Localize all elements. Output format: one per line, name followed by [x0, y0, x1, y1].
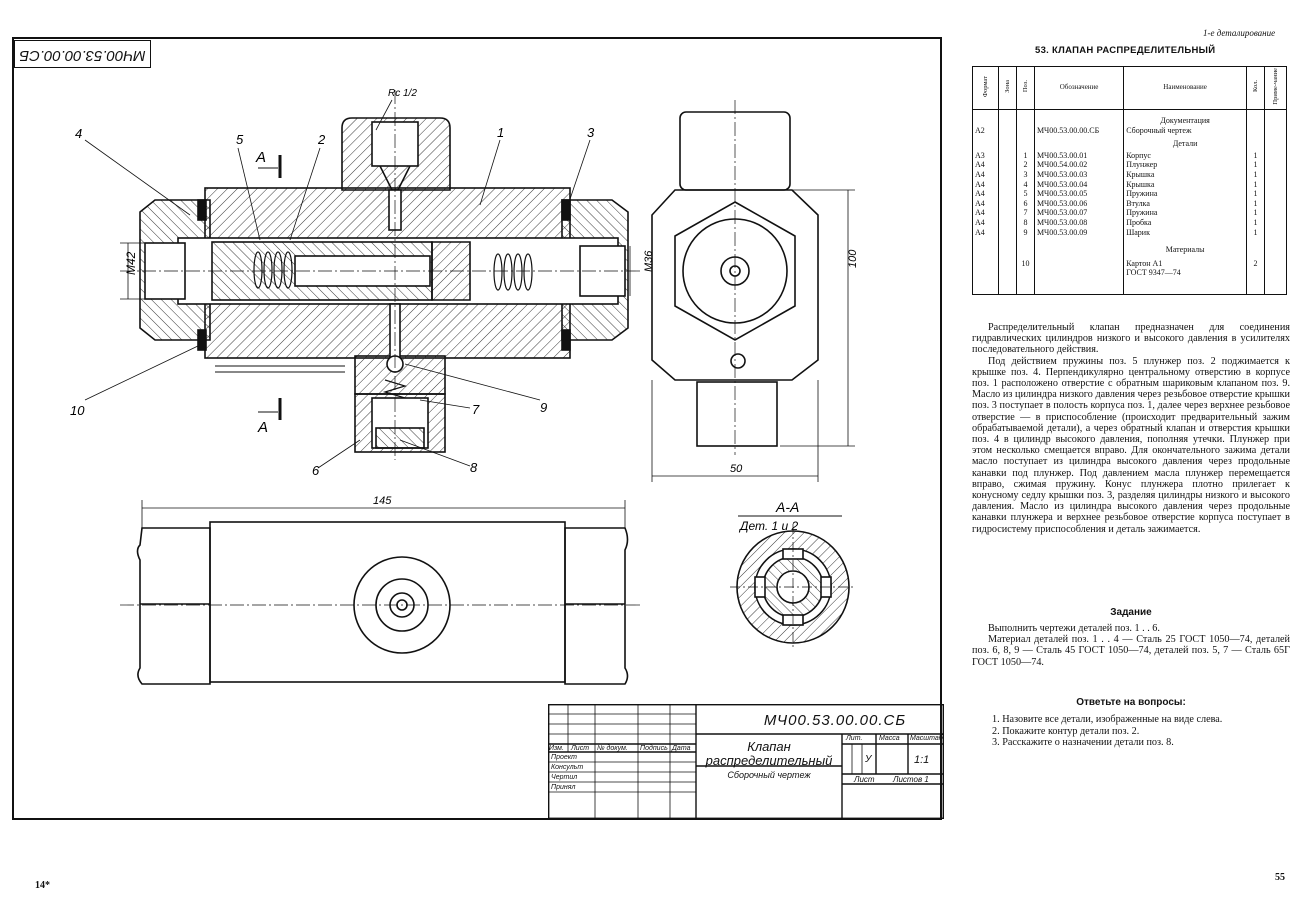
dim-m42-label: M42 — [124, 251, 138, 275]
listov-label: Листов 1 — [893, 775, 929, 784]
page-number-left: 14* — [35, 880, 50, 891]
dimension-m42 — [120, 242, 145, 300]
callout-3: 3 — [587, 125, 595, 140]
dimension-145 — [141, 500, 626, 528]
col-data: Дата — [672, 745, 691, 752]
callout-6: 6 — [312, 463, 320, 478]
callout-4: 4 — [75, 126, 82, 141]
row-chertil: Чертил — [551, 774, 578, 781]
questions-heading: Ответьте на вопросы: — [1076, 697, 1186, 708]
page-number-right: 55 — [1275, 872, 1285, 883]
spec-hdr-format: Формат — [981, 75, 989, 97]
row-proekt: Проект — [551, 754, 577, 761]
spec-group-doc: Документация — [1123, 109, 1248, 126]
section-aa-title: А-А — [775, 499, 799, 515]
spec-hdr-kol: Кол. — [1251, 80, 1259, 93]
spec-hdr-oboz: Обозначение — [1033, 66, 1125, 110]
title-block-grid — [548, 704, 944, 819]
masshtab-label: Масштаб — [910, 735, 943, 742]
question-item: 2. Покажите контур детали поз. 2. — [992, 725, 1140, 737]
spec-group-det: Детали — [1123, 135, 1248, 151]
top-view — [120, 521, 640, 685]
task-heading: Задание — [1110, 607, 1152, 618]
title-block-subtitle: Сборочный чертеж — [727, 770, 811, 780]
dim-145-label: 145 — [373, 495, 392, 507]
front-section-view — [120, 90, 640, 460]
callout-5: 5 — [236, 132, 244, 147]
row-konsult: Консульт — [551, 764, 584, 771]
section-label: 1-е деталирование — [1203, 28, 1276, 38]
task-text: Выполнить чертежи деталей поз. 1 . . 6. … — [972, 623, 1290, 668]
task-p2: Материал деталей поз. 1 . . 4 — Сталь 25… — [972, 634, 1290, 668]
callout-8: 8 — [470, 460, 478, 475]
spec-hdr-prim: Приме-чание — [1271, 67, 1279, 105]
scale-value: 1:1 — [914, 754, 930, 766]
massa-label: Масса — [879, 735, 900, 742]
section-aa-view — [730, 524, 856, 650]
col-podp: Подпись — [640, 745, 668, 752]
svg-text:А: А — [255, 149, 266, 166]
title-block-title: Клапан распределительный — [705, 739, 833, 768]
callout-7: 7 — [472, 402, 480, 417]
callout-9: 9 — [540, 400, 547, 415]
spec-hdr-zona: Зона — [1003, 79, 1011, 93]
drawing-frame — [12, 37, 942, 820]
list-label: Лист — [854, 775, 875, 784]
thread-label: Rc 1/2 — [388, 88, 417, 99]
page-heading: 53. КЛАПАН РАСПРЕДЕЛИТЕЛЬНЫЙ — [1035, 45, 1216, 56]
section-aa-subtitle: Дет. 1 и 2 — [738, 519, 799, 533]
col-ndoc: № докум. — [597, 745, 628, 752]
title-block: МЧ00.53.00.00.СБ Клапан распределительны… — [548, 704, 944, 819]
specification-table: Формат Зона Поз. Обозначение Наименовани… — [971, 66, 1288, 295]
side-view — [651, 100, 819, 455]
lit-value: У — [865, 754, 872, 765]
callout-10: 10 — [70, 403, 85, 418]
description-p1: Распределительный клапан предназначен дл… — [972, 322, 1290, 356]
dim-m36-label: M36 — [643, 250, 655, 272]
spec-group-mat: Материалы — [1123, 237, 1248, 259]
task-p1: Выполнить чертежи деталей поз. 1 . . 6. — [988, 623, 1160, 634]
lit-label: Лит. — [846, 735, 863, 742]
callout-2: 2 — [317, 132, 326, 147]
assembly-drawing: M42 M36 Rc 1/2 А А 4 5 2 1 3 10 6 8 — [70, 88, 859, 685]
question-item: 3. Расскажите о назначении детали поз. 8… — [992, 737, 1174, 748]
description-text: Распределительный клапан предназначен дл… — [972, 322, 1290, 535]
svg-text:А: А — [257, 419, 268, 436]
description-p2: Под действием пружины поз. 5 плунжер поз… — [972, 355, 1290, 535]
title-block-code: МЧ00.53.00.00.СБ — [763, 712, 907, 729]
question-item: 1. Назовите все детали, изображенные на … — [992, 714, 1223, 725]
dim-50-label: 50 — [730, 463, 743, 475]
col-izm: Изм. — [549, 745, 564, 752]
section-mark-bottom: А — [257, 398, 282, 436]
callout-1: 1 — [497, 125, 504, 140]
section-mark-top: А — [255, 149, 282, 178]
callout-leaders — [84, 139, 591, 469]
spec-hdr-poz: Поз. — [1021, 80, 1029, 93]
questions-list: 1. Назовите все детали, изображенные на … — [992, 714, 1222, 749]
side-view-dimensions — [651, 189, 855, 482]
dim-100-label: 100 — [847, 249, 859, 268]
row-prinyal: Принял — [551, 784, 576, 791]
spec-hdr-naim: Наименование — [1123, 66, 1248, 110]
col-list: Лист — [571, 745, 590, 752]
